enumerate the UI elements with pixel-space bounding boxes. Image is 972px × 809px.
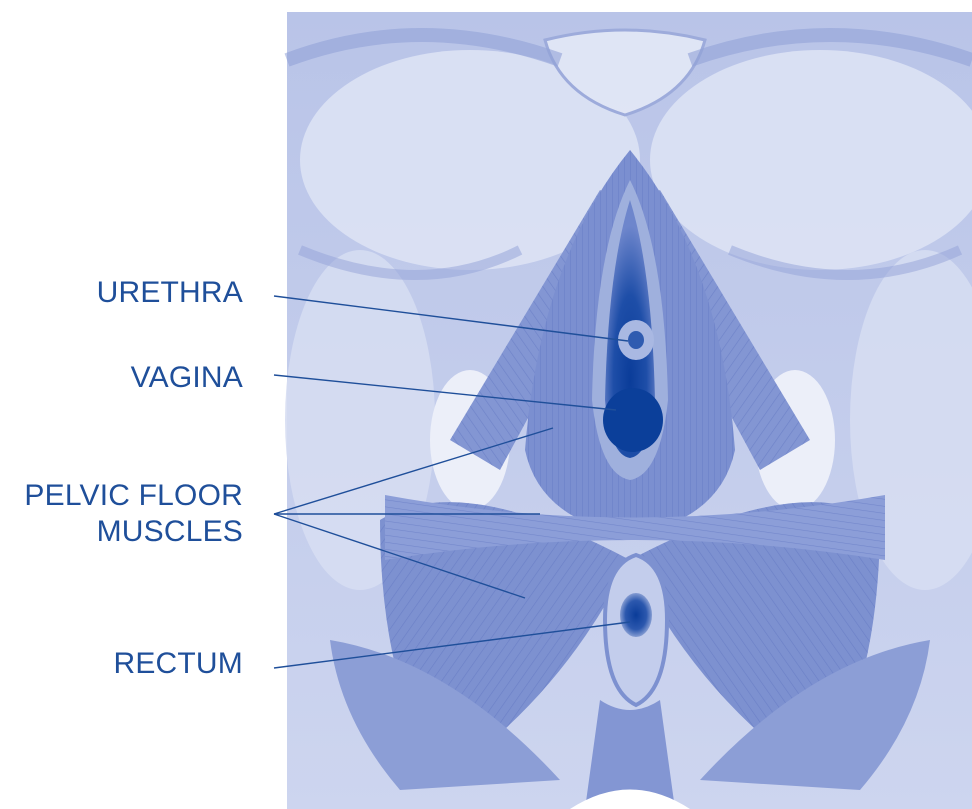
vagina-label: VAGINA (60, 360, 243, 396)
pelvic-floor-muscles-label-line2: MUSCLES (0, 514, 243, 550)
urethra-label: URETHRA (60, 275, 243, 311)
rectum-label: RECTUM (60, 646, 243, 682)
pelvic-floor-muscles-label: PELVIC FLOOR MUSCLES (0, 478, 243, 550)
rectum-shape (605, 555, 667, 705)
pelvic-floor-muscles-label-line1: PELVIC FLOOR (0, 478, 243, 514)
